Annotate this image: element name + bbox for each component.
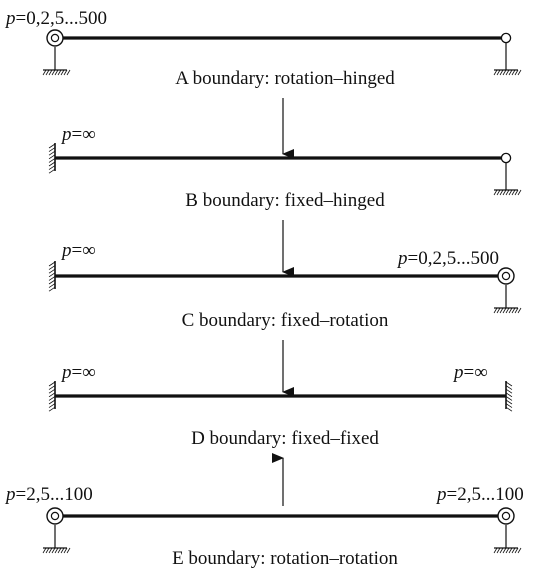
right-stiffness-label: p=2,5...100 [435,484,524,505]
panel-e: p=2,5...100 p=2,5...100 E boundary: rotati… [4,484,524,569]
panel-caption: E boundary: rotation–rotation [172,548,398,569]
panels-layer: p=0,2,5...500 A boundary: rotation–hinged… [4,8,524,569]
left-stiffness-label: p=2,5...100 [4,484,93,505]
left-ground-hatch [42,547,71,554]
right-hinge-support [493,152,522,196]
left-stiffness-label: p=∞ [60,362,96,383]
panel-a: p=0,2,5...500 A boundary: rotation–hinged [4,8,522,89]
right-ground-hatch [493,189,522,196]
panel-d: p=∞ p=∞ D boundary: fixed–fixed [48,362,513,449]
panel-b: p=∞ B boundary: fixed–hinged [48,124,522,211]
right-rotational-spring-support [493,507,522,554]
right-ground-hatch [493,547,522,554]
panel-c: p=∞ p=0,2,5...500 C boundary: fixed–rotati… [48,240,522,331]
left-fixed-wall-support [48,381,56,412]
left-fixed-wall-support [48,143,56,174]
right-ground-hatch [493,69,522,76]
panel-caption: A boundary: rotation–hinged [175,68,395,89]
right-fixed-wall-support [505,381,513,412]
panel-caption: B boundary: fixed–hinged [185,190,385,211]
rotational-spring-pin [50,33,60,43]
rotational-spring-pin [501,511,511,521]
rotational-spring-pin [50,511,60,521]
left-stiffness-label: p=∞ [60,124,96,145]
hinge-pin [500,32,512,44]
right-ground-hatch [493,307,522,314]
right-rotational-spring-support [493,267,522,314]
right-hinge-support [493,32,522,76]
left-fixed-wall-support [48,261,56,292]
left-rotational-spring-support [42,29,71,76]
right-stiffness-label: p=∞ [452,362,488,383]
panel-caption: D boundary: fixed–fixed [191,428,379,449]
left-stiffness-label: p=0,2,5...500 [4,8,107,29]
panel-caption: C boundary: fixed–rotation [182,310,389,331]
left-ground-hatch [42,69,71,76]
left-stiffness-label: p=∞ [60,240,96,261]
right-stiffness-label: p=0,2,5...500 [396,248,499,269]
left-rotational-spring-support [42,507,71,554]
hinge-pin [500,152,512,164]
rotational-spring-pin [501,271,511,281]
